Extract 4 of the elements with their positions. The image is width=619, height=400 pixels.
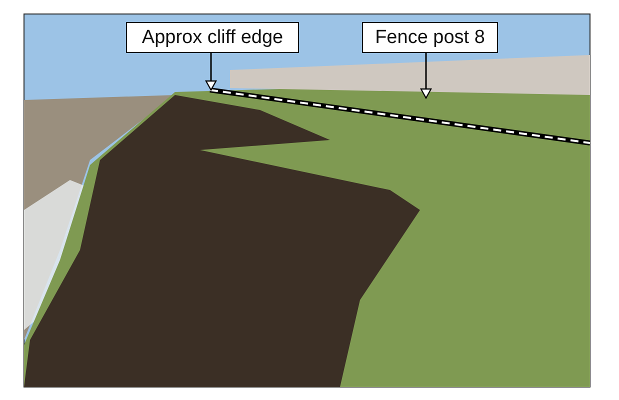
- callout-label: Approx cliff edge: [126, 22, 299, 53]
- arrow: [420, 53, 432, 99]
- callout-label: Fence post 8: [362, 22, 498, 53]
- arrow: [205, 53, 217, 91]
